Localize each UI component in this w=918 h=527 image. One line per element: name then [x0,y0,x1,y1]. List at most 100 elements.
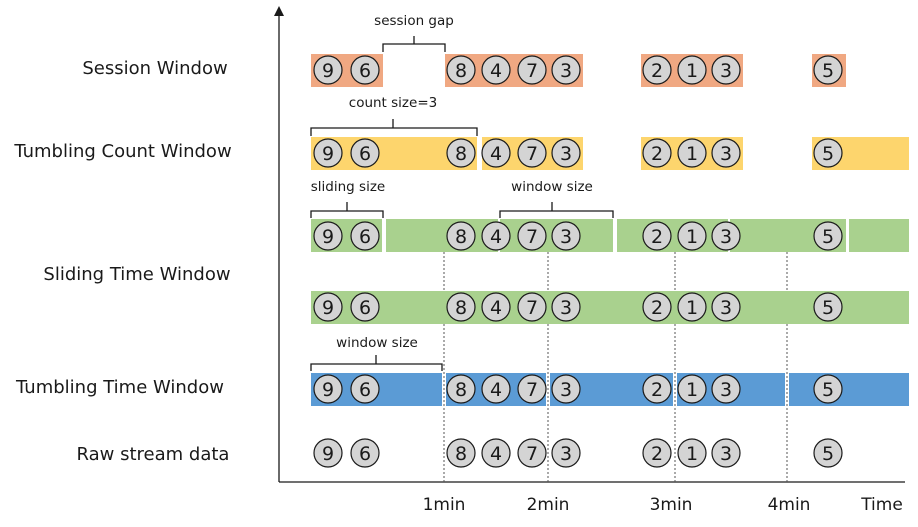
event-session-6: 3 [551,55,581,85]
event-label: 8 [455,143,467,165]
event-circle [642,438,672,468]
session-gap-brace [382,36,446,52]
event-circle [446,221,476,251]
event-tumbling-time-5: 7 [517,374,547,404]
event-circle [446,138,476,168]
event-count-2: 6 [350,138,380,168]
event-tumbling-time-1: 9 [313,374,343,404]
event-label: 9 [322,226,334,248]
event-tumbling-time-2: 6 [350,374,380,404]
event-session-4: 4 [481,55,511,85]
event-circle [481,55,511,85]
event-session-2: 6 [350,55,380,85]
tumbling-time-bar-5 [789,373,909,406]
sliding-size-brace [310,202,384,218]
sliding-window-a-bar-6 [849,219,909,252]
event-sliding-b-7: 2 [642,292,672,322]
event-label: 4 [490,443,502,465]
event-label: 1 [686,297,698,319]
event-circle [813,221,843,251]
event-circle [313,138,343,168]
event-circle [813,292,843,322]
event-label: 2 [651,60,663,82]
event-label: 6 [359,379,371,401]
label-raw-stream-data: Raw stream data [77,444,230,465]
event-label: 6 [359,226,371,248]
event-tumbling-time-10: 5 [813,374,843,404]
event-circle [551,55,581,85]
event-circle [551,292,581,322]
event-label: 6 [359,297,371,319]
annotation-window-size-sliding: window size [511,179,593,195]
event-circle [711,138,741,168]
event-tumbling-time-3: 8 [446,374,476,404]
event-sliding-b-8: 1 [677,292,707,322]
event-circle [551,138,581,168]
event-sliding-a-3: 8 [446,221,476,251]
event-raw-10: 5 [813,438,843,468]
tick-label-2min: 2min [527,495,570,515]
event-count-9: 3 [711,138,741,168]
event-label: 4 [490,379,502,401]
tick-label-4min: 4min [768,495,811,515]
event-label: 1 [686,226,698,248]
event-sliding-b-5: 7 [517,292,547,322]
annotation-window-size-tumbling: window size [336,335,418,351]
event-sliding-a-10: 5 [813,221,843,251]
event-label: 6 [359,60,371,82]
event-raw-6: 3 [551,438,581,468]
event-sliding-b-1: 9 [313,292,343,322]
axis-label-time: Time [860,495,903,515]
event-label: 3 [560,443,572,465]
label-session-window: Session Window [82,58,227,79]
sliding-window-b-bar [311,291,909,324]
event-tumbling-time-7: 2 [642,374,672,404]
event-label: 1 [686,143,698,165]
event-label: 3 [720,379,732,401]
event-circle [350,374,380,404]
event-sliding-b-10: 5 [813,292,843,322]
event-sliding-a-2: 6 [350,221,380,251]
event-circle [677,292,707,322]
event-label: 3 [720,297,732,319]
event-circle [446,292,476,322]
event-label: 8 [455,443,467,465]
event-raw-9: 3 [711,438,741,468]
event-count-7: 2 [642,138,672,168]
event-circle [313,55,343,85]
event-raw-3: 8 [446,438,476,468]
annotation-session-gap: session gap [374,13,454,29]
event-sliding-a-4: 4 [481,221,511,251]
event-circle [813,374,843,404]
event-circle [642,55,672,85]
event-circle [517,138,547,168]
event-raw-1: 9 [313,438,343,468]
event-label: 9 [322,60,334,82]
event-label: 5 [822,143,834,165]
event-sliding-b-2: 6 [350,292,380,322]
event-circle [350,221,380,251]
label-tumbling-time-window: Tumbling Time Window [15,377,224,398]
event-label: 9 [322,143,334,165]
event-circle [642,138,672,168]
event-circle [350,292,380,322]
event-label: 8 [455,297,467,319]
sliding-window-a-bar-4 [617,219,728,252]
event-sliding-a-1: 9 [313,221,343,251]
event-label: 8 [455,379,467,401]
event-session-1: 9 [313,55,343,85]
event-label: 2 [651,379,663,401]
event-circle [813,438,843,468]
event-session-3: 8 [446,55,476,85]
y-axis-arrow [274,6,284,16]
event-raw-4: 4 [481,438,511,468]
event-circle [642,374,672,404]
event-tumbling-time-6: 3 [551,374,581,404]
event-sliding-b-3: 8 [446,292,476,322]
event-label: 9 [322,443,334,465]
event-label: 7 [526,443,538,465]
event-circle [517,438,547,468]
event-label: 4 [490,226,502,248]
